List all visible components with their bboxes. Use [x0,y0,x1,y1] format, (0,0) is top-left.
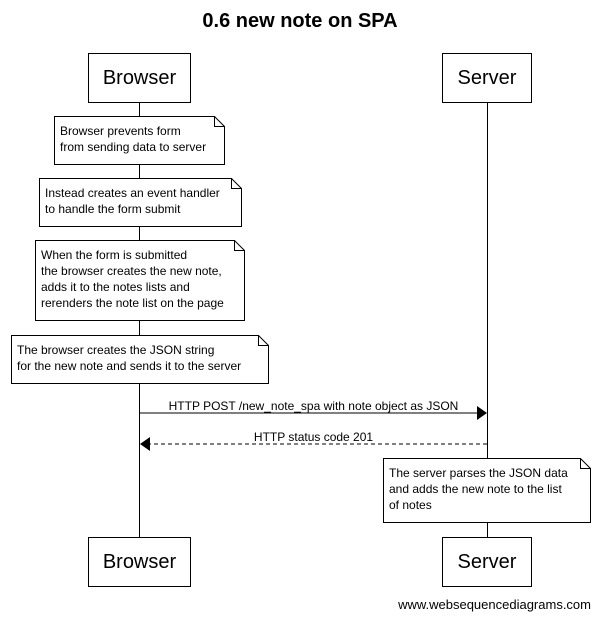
footer-credit: www.websequencediagrams.com [398,597,591,612]
note-server-parses: The server parses the JSON data and adds… [383,458,591,523]
note-text: Instead creates an event handler to hand… [45,186,220,216]
note-shape [383,458,591,523]
diagram-title: 0.6 new note on SPA [202,10,398,32]
note-text: When the form is submitted the browser c… [41,248,224,310]
note-prevent-form: Browser prevents form from sending data … [54,116,225,165]
note-shape [11,335,269,384]
post-message-label: HTTP POST /new_note_spa with note object… [168,399,459,413]
note-text: The browser creates the JSON string for … [17,343,242,373]
post-message-arrowhead [477,406,487,420]
note-shape [39,178,242,227]
note-json-string: The browser creates the JSON string for … [11,335,269,384]
server-actor-top: Server [442,53,532,103]
browser-actor-top: Browser [88,53,191,103]
note-text: Browser prevents form from sending data … [60,124,207,154]
note-shape [35,240,245,321]
status-message-label: HTTP status code 201 [253,430,374,444]
status-message-arrowhead [140,437,150,451]
server-lifeline [487,102,488,538]
note-text: The server parses the JSON data and adds… [389,466,568,512]
server-actor-bottom: Server [442,537,532,587]
note-form-submitted: When the form is submitted the browser c… [35,240,245,321]
browser-actor-bottom: Browser [88,537,191,587]
note-shape [54,116,225,165]
note-event-handler: Instead creates an event handler to hand… [39,178,242,227]
